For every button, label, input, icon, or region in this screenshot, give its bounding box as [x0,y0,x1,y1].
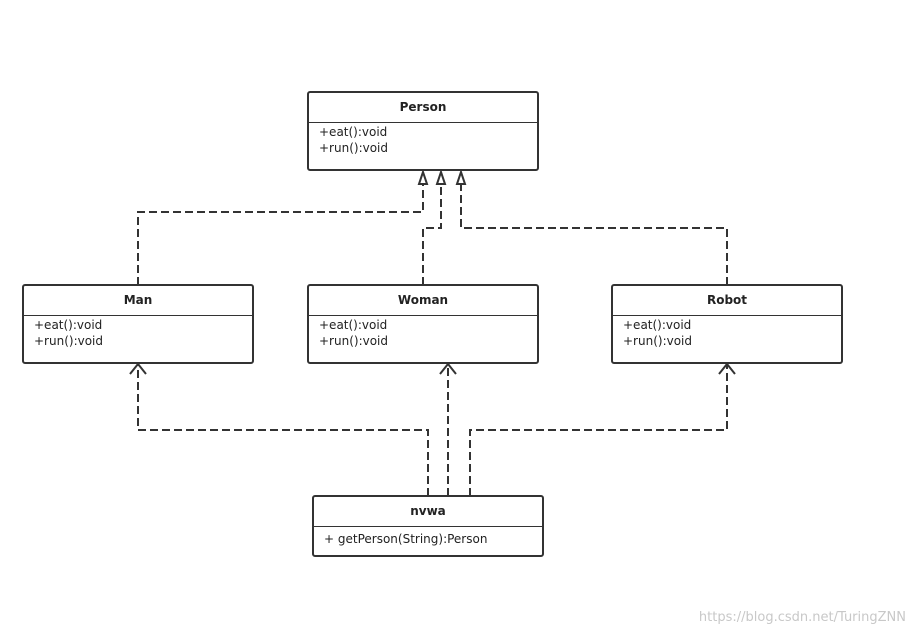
class-person[interactable]: Person +eat():void +run():void [307,91,539,171]
class-nvwa[interactable]: nvwa + getPerson(String):Person [312,495,544,557]
realization-arrowhead-icon [417,168,429,185]
class-name: Woman [309,286,537,316]
class-method: +run():void [319,141,388,155]
class-method: +eat():void [319,125,388,139]
class-name: nvwa [314,497,542,527]
class-method: +run():void [623,334,692,348]
class-robot[interactable]: Robot +eat():void +run():void [611,284,843,364]
class-method: +run():void [319,334,388,348]
class-methods: +eat():void +run():void [309,123,537,156]
class-woman[interactable]: Woman +eat():void +run():void [307,284,539,364]
class-methods: + getPerson(String):Person [314,527,542,547]
class-methods: +eat():void +run():void [309,316,537,349]
realization-arrowhead-icon [455,168,467,185]
class-method: +eat():void [34,318,103,332]
class-method: + getPerson(String):Person [324,532,488,546]
class-name: Man [24,286,252,316]
watermark: https://blog.csdn.net/TuringZNN [698,610,906,625]
class-name: Person [309,93,537,123]
realization-robot-person [460,182,728,285]
class-method: +run():void [34,334,103,348]
class-methods: +eat():void +run():void [613,316,841,349]
class-method: +eat():void [623,318,692,332]
class-name: Robot [613,286,841,316]
dependency-arrowhead-icon [718,362,736,375]
dependency-nvwa-man [137,365,429,496]
class-methods: +eat():void +run():void [24,316,252,349]
class-method: +eat():void [319,318,388,332]
dependency-nvwa-robot [469,365,728,496]
realization-arrowhead-icon [435,168,447,185]
dependency-arrowhead-icon [439,362,457,375]
class-man[interactable]: Man +eat():void +run():void [22,284,254,364]
realization-man-person [137,182,424,285]
realization-woman-person [422,182,442,285]
dependency-arrowhead-icon [129,362,147,375]
